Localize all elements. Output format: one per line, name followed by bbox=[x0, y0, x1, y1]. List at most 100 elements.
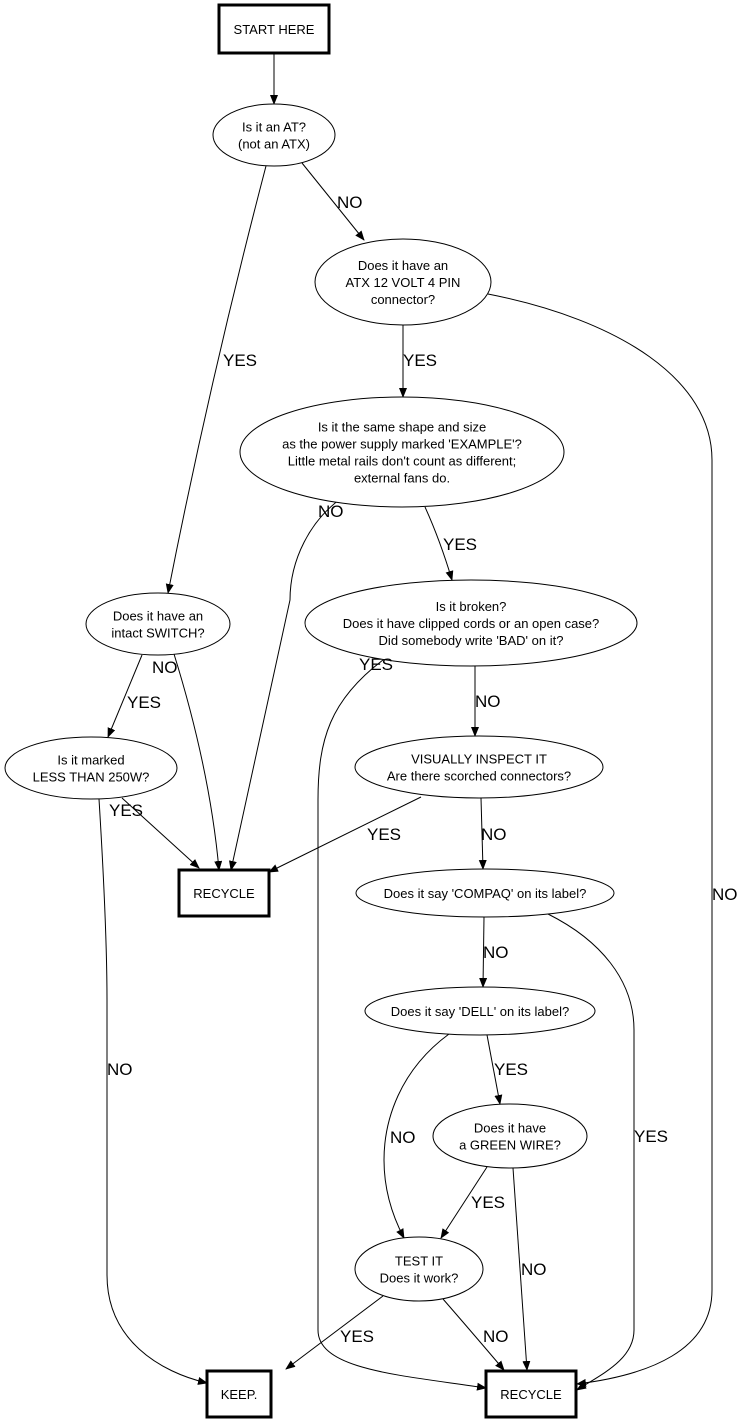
edge-less250-recycle1 bbox=[121, 797, 200, 869]
node-text-line: TEST IT bbox=[395, 1254, 443, 1269]
node-start: START HERE bbox=[217, 3, 331, 55]
edge-label-isat-switch: YES bbox=[223, 351, 257, 370]
node-text-line: a GREEN WIRE? bbox=[459, 1138, 561, 1153]
edge-label-atx12v-same: YES bbox=[403, 351, 437, 370]
node-text-line: Does it say 'DELL' on its label? bbox=[391, 1004, 569, 1019]
edge-isat-switch bbox=[165, 165, 267, 594]
edge-visual-recycle1 bbox=[268, 796, 422, 873]
ellipse-shape bbox=[304, 579, 638, 667]
edge-label-same-broken: YES bbox=[443, 535, 477, 554]
node-text-line: Did somebody write 'BAD' on it? bbox=[379, 633, 564, 648]
edge-label-test-recycle2: NO bbox=[483, 1327, 509, 1346]
ellipse-shape bbox=[432, 1103, 588, 1169]
edge-label-same-recycle1: NO bbox=[318, 502, 344, 521]
node-broken: Is it broken? Does it have clipped cords … bbox=[304, 579, 638, 667]
node-visual: VISUALLY INSPECT IT Are there scorched co… bbox=[354, 735, 604, 799]
ellipse-shape bbox=[239, 396, 565, 508]
edge-dell-test bbox=[383, 1033, 450, 1239]
edge-dell-green bbox=[486, 1034, 503, 1105]
node-text-line: (not an ATX) bbox=[238, 137, 310, 152]
node-text-line: KEEP. bbox=[221, 1387, 258, 1402]
edge-switch-recycle1 bbox=[173, 653, 223, 871]
edge-broken-recycle2 bbox=[317, 659, 487, 1391]
node-text-line: connector? bbox=[371, 292, 435, 307]
node-keep: KEEP. bbox=[205, 1369, 273, 1419]
node-text-line: LESS THAN 250W? bbox=[33, 770, 150, 785]
node-atx12v: Does it have an ATX 12 VOLT 4 PIN connecto… bbox=[314, 238, 492, 326]
node-text-line: Little metal rails don't count as differ… bbox=[288, 454, 516, 469]
node-text-line: Does it have clipped cords or an open ca… bbox=[343, 616, 600, 631]
ellipse-shape bbox=[355, 868, 615, 918]
node-recycle2: RECYCLE bbox=[484, 1369, 578, 1419]
edge-green-recycle2 bbox=[512, 1167, 531, 1371]
node-text-line: Is it the same shape and size bbox=[318, 420, 486, 435]
edge-label-switch-recycle1: NO bbox=[152, 658, 178, 677]
node-is-at: Is it an AT? (not an ATX) bbox=[212, 103, 336, 167]
edge-label-test-keep: YES bbox=[340, 1327, 374, 1346]
node-text-line: external fans do. bbox=[354, 471, 450, 486]
node-recycle1: RECYCLE bbox=[177, 868, 271, 918]
node-dell: Does it say 'DELL' on its label? bbox=[364, 986, 596, 1036]
node-text-line: Does it have bbox=[474, 1121, 546, 1136]
box-shape bbox=[217, 3, 331, 55]
edge-green-test bbox=[440, 1166, 488, 1239]
box-shape bbox=[177, 868, 271, 918]
edge-label-isat-atx12v: NO bbox=[337, 193, 363, 212]
edge-less250-keep bbox=[98, 798, 208, 1385]
node-text-line: VISUALLY INSPECT IT bbox=[411, 752, 547, 767]
edge-test-keep bbox=[285, 1295, 384, 1370]
edge-visual-compaq bbox=[478, 797, 487, 870]
edge-label-visual-recycle1: YES bbox=[367, 825, 401, 844]
node-text-line: RECYCLE bbox=[193, 886, 255, 901]
node-text-line: Does it work? bbox=[380, 1271, 459, 1286]
edge-label-compaq-recycle2: YES bbox=[634, 1127, 668, 1146]
box-shape bbox=[205, 1369, 273, 1419]
node-text-line: RECYCLE bbox=[500, 1387, 562, 1402]
edge-label-atx12v-recycle2: NO bbox=[712, 885, 738, 904]
node-text-line: Is it broken? bbox=[436, 599, 507, 614]
node-text-line: Is it an AT? bbox=[242, 120, 306, 135]
ellipse-shape bbox=[4, 736, 178, 800]
edge-label-dell-test: NO bbox=[390, 1128, 416, 1147]
edge-label-less250-keep: NO bbox=[107, 1060, 133, 1079]
ellipse-shape bbox=[212, 103, 336, 167]
edge-atx12v-recycle2 bbox=[487, 293, 713, 1387]
edge-label-compaq-dell: NO bbox=[483, 943, 509, 962]
edge-label-visual-compaq: NO bbox=[481, 825, 507, 844]
edge-label-green-recycle2: NO bbox=[521, 1260, 547, 1279]
node-same-shape: Is it the same shape and size as the powe… bbox=[239, 396, 565, 508]
node-text-line: Does it have an bbox=[113, 609, 203, 624]
node-text-line: as the power supply marked 'EXAMPLE'? bbox=[282, 437, 522, 452]
ellipse-shape bbox=[364, 986, 596, 1036]
ellipse-shape bbox=[354, 1236, 484, 1302]
edge-label-broken-recycle2: YES bbox=[359, 655, 393, 674]
node-text-line: START HERE bbox=[234, 22, 315, 37]
node-text-line: ATX 12 VOLT 4 PIN bbox=[346, 275, 461, 290]
edge-label-broken-visual: NO bbox=[475, 692, 501, 711]
ellipse-shape bbox=[314, 238, 492, 326]
edge-same-broken bbox=[424, 506, 454, 581]
node-text-line: Are there scorched connectors? bbox=[387, 769, 571, 784]
edge-label-dell-green: YES bbox=[494, 1060, 528, 1079]
edge-label-switch-less250: YES bbox=[127, 693, 161, 712]
node-green: Does it have a GREEN WIRE? bbox=[432, 1103, 588, 1169]
box-shape bbox=[484, 1369, 578, 1419]
edge-test-recycle2 bbox=[442, 1298, 505, 1371]
ellipse-shape bbox=[354, 735, 604, 799]
edge-switch-less250 bbox=[107, 654, 143, 738]
node-text-line: Does it say 'COMPAQ' on its label? bbox=[384, 886, 587, 901]
node-text-line: Does it have an bbox=[358, 258, 448, 273]
edge-compaq-dell bbox=[479, 916, 488, 988]
edge-label-less250-recycle1: YES bbox=[109, 801, 143, 820]
node-text-line: Is it marked bbox=[57, 753, 124, 768]
node-test: TEST IT Does it work? bbox=[354, 1236, 484, 1302]
edge-label-green-test: YES bbox=[471, 1193, 505, 1212]
edge-compaq-recycle2 bbox=[547, 913, 635, 1391]
edge-isat-atx12v bbox=[301, 162, 365, 241]
node-compaq: Does it say 'COMPAQ' on its label? bbox=[355, 868, 615, 918]
ellipse-shape bbox=[85, 592, 231, 656]
edge-same-recycle1 bbox=[229, 496, 344, 871]
